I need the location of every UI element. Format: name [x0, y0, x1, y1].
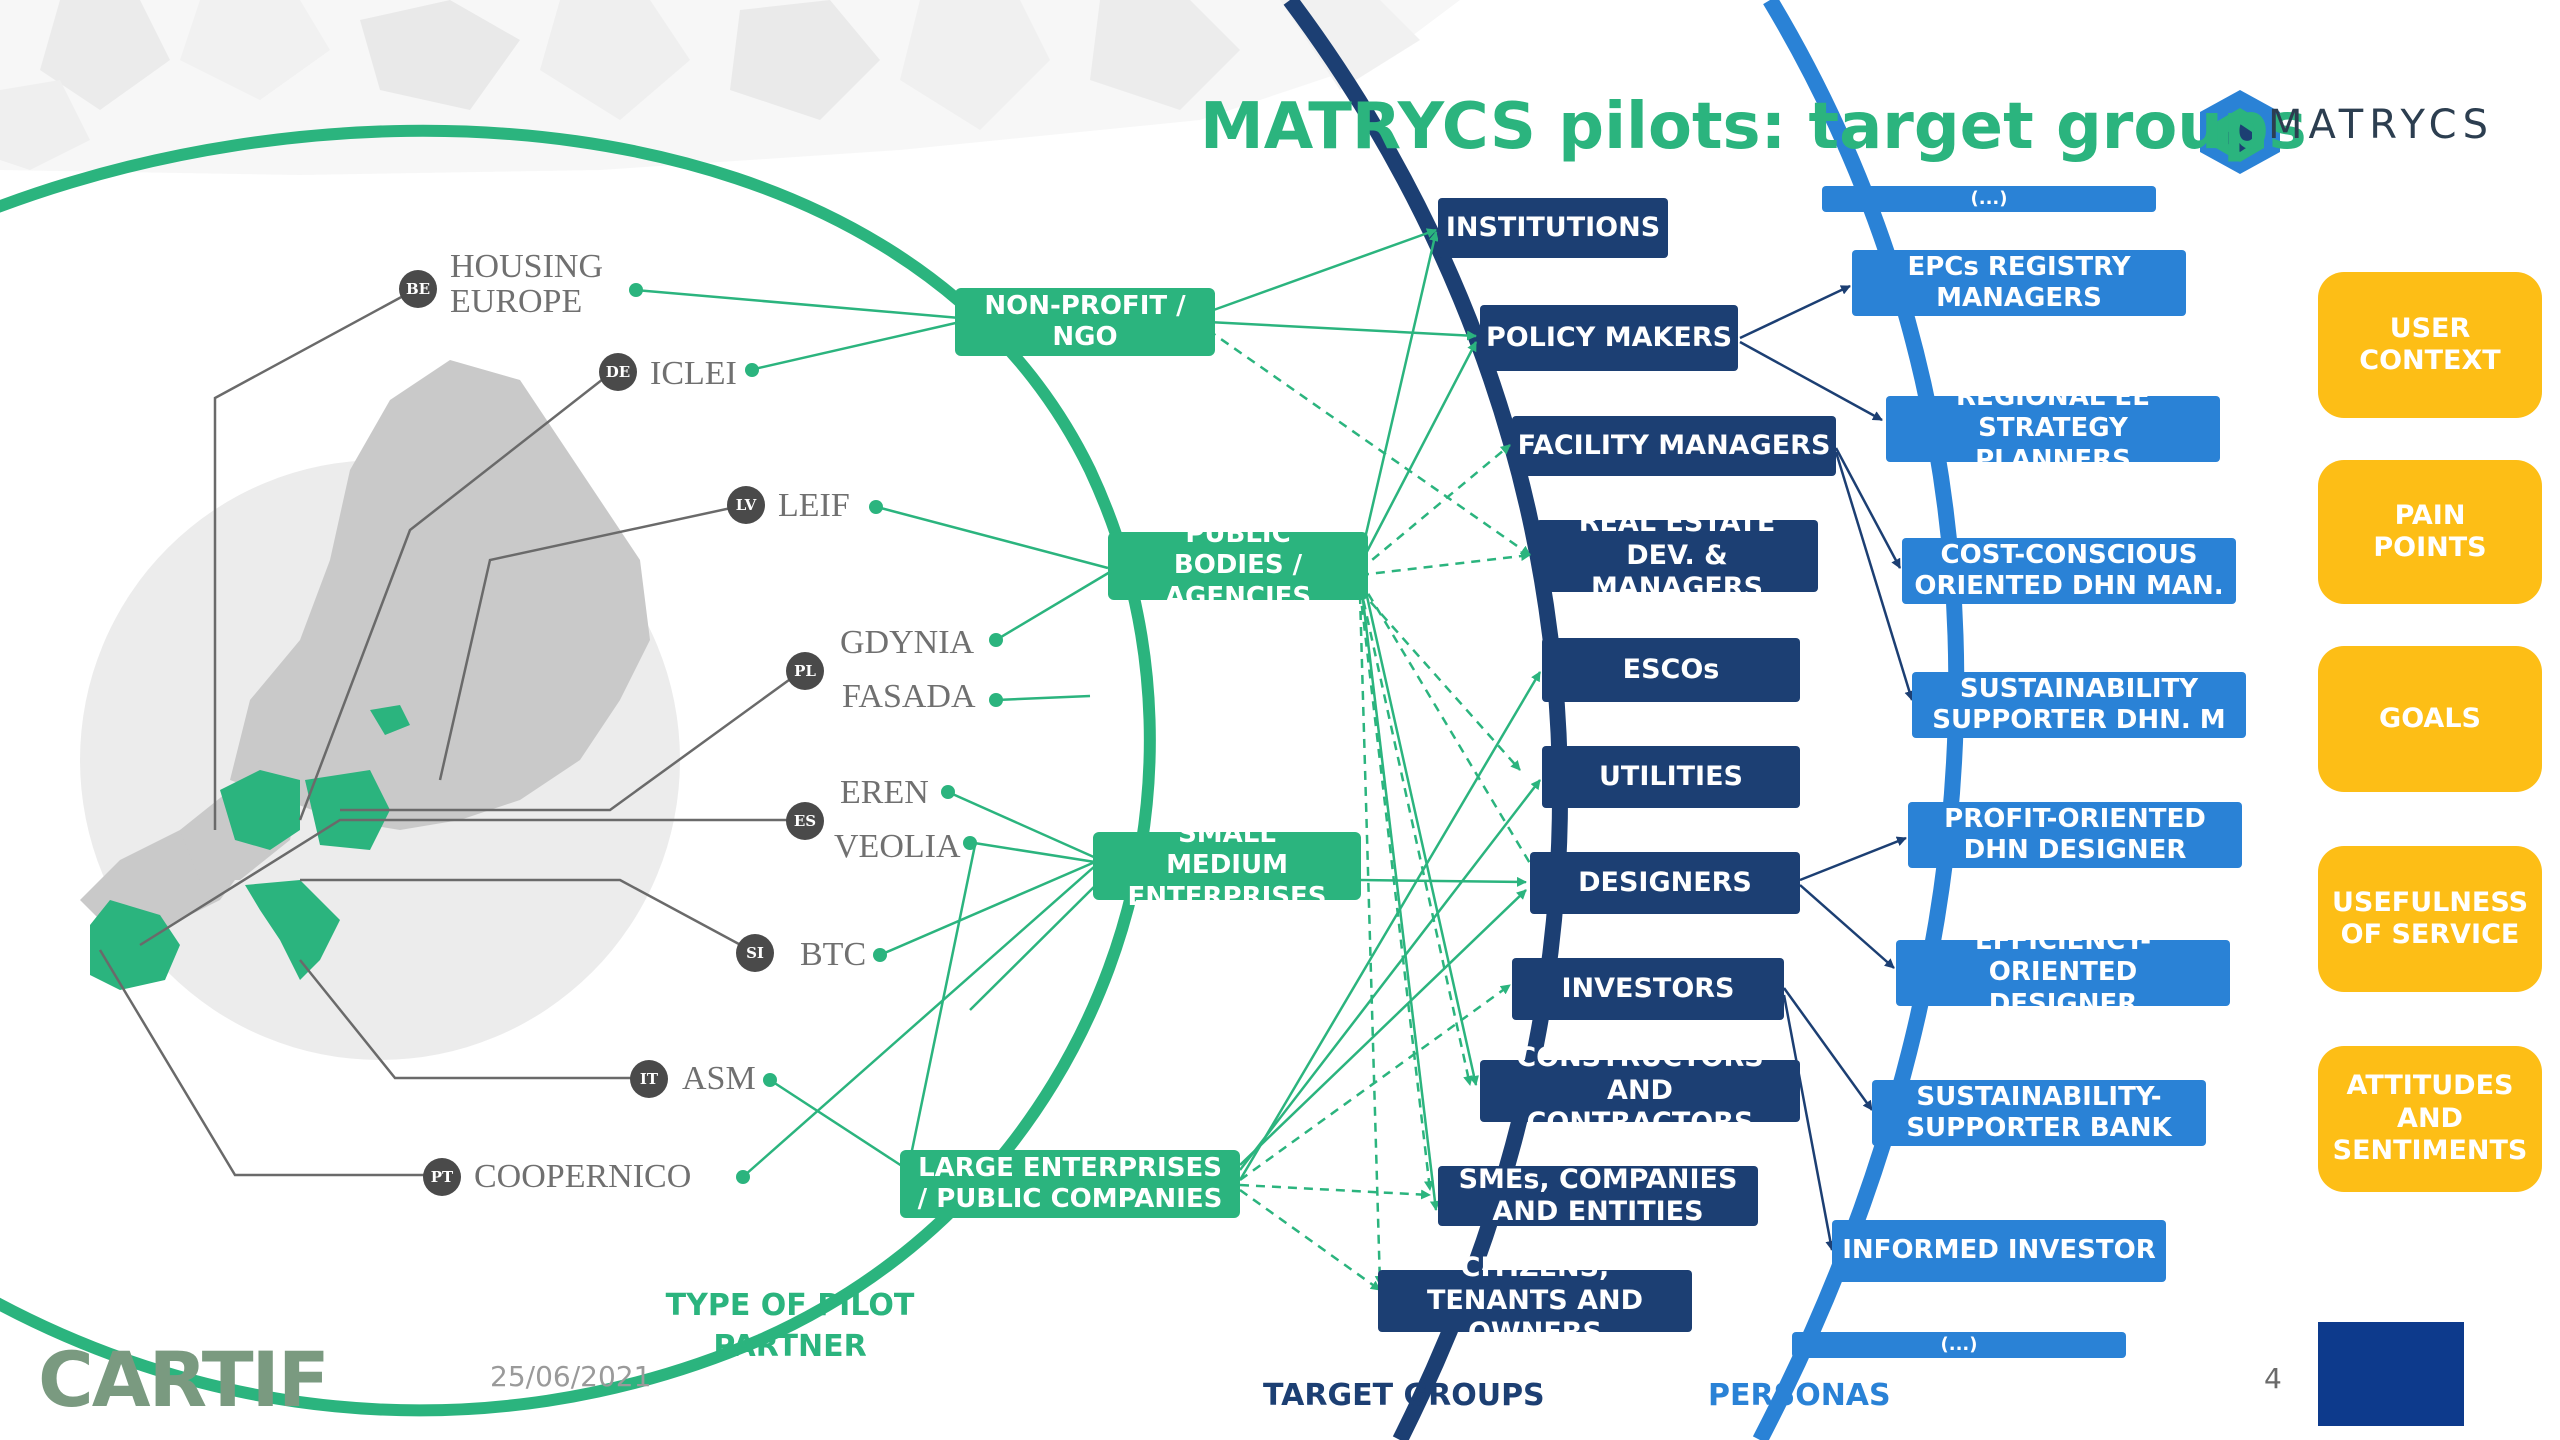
- target-group-policy-makers[interactable]: POLICY MAKERS: [1480, 305, 1738, 371]
- persona-informed-investor[interactable]: INFORMED INVESTOR: [1832, 1220, 2166, 1282]
- persona-epcs-registry[interactable]: EPCs REGISTRY MANAGERS: [1852, 250, 2186, 316]
- target-group-utilities[interactable]: UTILITIES: [1542, 746, 1800, 808]
- partner-iclei: ICLEI: [650, 355, 737, 392]
- persona-efficiency-designer[interactable]: EFFICIENCY-ORIENTED DESIGNER: [1896, 926, 2230, 1019]
- dimension-user-context[interactable]: USER CONTEXT: [2318, 272, 2542, 418]
- cartif-logo: CARTIF: [38, 1335, 330, 1424]
- persona-ellipsis-top[interactable]: (...): [1822, 186, 2156, 212]
- dimension-goals[interactable]: GOALS: [2318, 646, 2542, 792]
- persona-regional-ee[interactable]: REGIONAL EE STRATEGY PLANNERS: [1886, 382, 2220, 475]
- target-group-facility-managers[interactable]: FACILITY MANAGERS: [1512, 416, 1836, 476]
- partner-asm: ASM: [682, 1060, 756, 1097]
- matrycs-logo-mark: [2200, 90, 2280, 174]
- type-box-ngo[interactable]: NON-PROFIT / NGO: [955, 288, 1215, 356]
- country-badge-lv: LV: [727, 486, 765, 524]
- partner-veolia: VEOLIA: [834, 828, 961, 865]
- target-group-investors[interactable]: INVESTORS: [1512, 958, 1784, 1020]
- partner-leif: LEIF: [778, 487, 850, 524]
- persona-sustainability-dhn[interactable]: SUSTAINABILITY SUPPORTER DHN. M: [1912, 672, 2246, 738]
- persona-ellipsis-bottom[interactable]: (...): [1792, 1332, 2126, 1358]
- dimension-pain-points[interactable]: PAIN POINTS: [2318, 460, 2542, 604]
- country-badge-es: ES: [786, 802, 824, 840]
- partner-coopernico: COOPERNICO: [474, 1158, 692, 1195]
- target-group-real-estate[interactable]: REAL ESTATE DEV. & MANAGERS: [1536, 507, 1818, 603]
- target-group-escos[interactable]: ESCOs: [1542, 638, 1800, 702]
- partner-housing-europe: HOUSING EUROPE: [450, 248, 603, 320]
- country-badge-si: SI: [736, 934, 774, 972]
- page-title: MATRYCS pilots: target groups: [1200, 90, 2307, 164]
- target-group-designers[interactable]: DESIGNERS: [1530, 852, 1800, 914]
- europe-map: [80, 360, 680, 1060]
- type-box-public-bodies[interactable]: PUBLIC BODIES / AGENCIES: [1108, 519, 1368, 612]
- partner-gdynia: GDYNIA: [840, 624, 975, 661]
- dimension-attitudes[interactable]: ATTITUDES AND SENTIMENTS: [2318, 1046, 2542, 1192]
- partner-connectors: [98, 286, 801, 1177]
- target-group-citizens[interactable]: CITIZENS, TENANTS AND OWNERS: [1378, 1252, 1692, 1348]
- matrycs-logo-text: MATRYCS: [2268, 102, 2495, 148]
- type-box-sme[interactable]: SMALL MEDIUM ENTERPRISES: [1093, 819, 1361, 912]
- footer-date: 25/06/2021: [490, 1360, 652, 1393]
- country-badge-it: IT: [630, 1060, 668, 1098]
- dimension-usefulness[interactable]: USEFULNESS OF SERVICE: [2318, 846, 2542, 992]
- navy-links: [1739, 284, 1915, 1251]
- page-number: 4: [2264, 1362, 2282, 1395]
- label-personas: PERSONAS: [1708, 1378, 1891, 1413]
- partner-dots: [629, 283, 1003, 1184]
- type-box-large-enterprises[interactable]: LARGE ENTERPRISES / PUBLIC COMPANIES: [900, 1150, 1240, 1218]
- country-badge-pl: PL: [786, 652, 824, 690]
- persona-profit-oriented[interactable]: PROFIT-ORIENTED DHN DESIGNER: [1908, 802, 2242, 868]
- label-type-of-pilot-partner: TYPE OF PILOT PARTNER: [665, 1288, 915, 1364]
- partner-btc: BTC: [800, 936, 867, 973]
- label-target-groups: TARGET GROUPS: [1263, 1378, 1545, 1413]
- green-dashed-links: [1207, 328, 1542, 1292]
- persona-cost-conscious[interactable]: COST-CONSCIOUS ORIENTED DHN MAN.: [1902, 538, 2236, 604]
- target-group-institutions[interactable]: INSTITUTIONS: [1438, 198, 1668, 258]
- green-solid-links: [634, 228, 1542, 1211]
- eu-flag-icon: [2318, 1322, 2464, 1426]
- country-badge-pt: PT: [423, 1158, 461, 1196]
- target-group-smes[interactable]: SMEs, COMPANIES AND ENTITIES: [1438, 1164, 1758, 1227]
- partner-fasada: FASADA: [842, 678, 976, 715]
- target-group-constructors[interactable]: CONSTRUCTORS AND CONTRACTORS: [1480, 1042, 1800, 1138]
- country-badge-de: DE: [599, 353, 637, 391]
- country-badge-be: BE: [399, 270, 437, 308]
- persona-sustainability-bank[interactable]: SUSTAINABILITY-SUPPORTER BANK: [1872, 1080, 2206, 1146]
- partner-eren: EREN: [840, 774, 929, 811]
